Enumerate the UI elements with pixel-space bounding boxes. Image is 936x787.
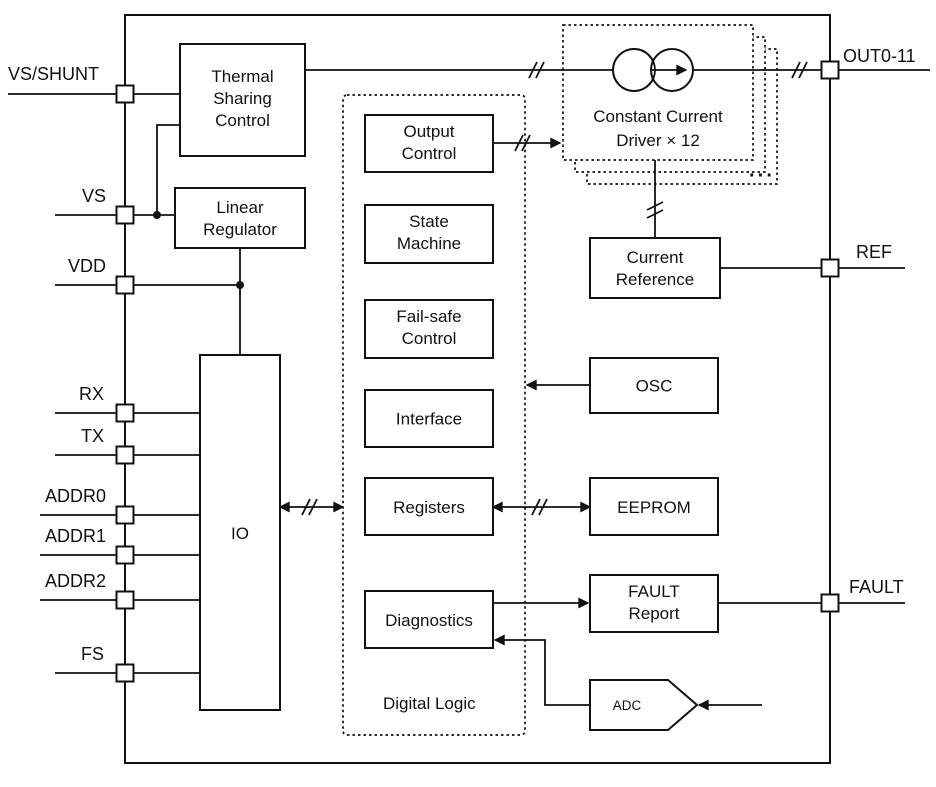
- pin-label-out0-11: OUT0-11: [843, 46, 916, 66]
- bus-slash-driver-out: [791, 61, 808, 79]
- driver-stack-ellipsis: ···: [749, 165, 775, 187]
- block-eeprom: [589, 477, 719, 536]
- pin-out0-11: [820, 60, 840, 80]
- label-diagnostics: Diagnostics: [385, 611, 473, 630]
- label-linear-regulator-line2: Regulator: [203, 220, 277, 239]
- label-state-machine-line1: State: [409, 212, 449, 231]
- bus-slash-output-control: [514, 134, 531, 152]
- block-thermal-sharing-control: [179, 43, 306, 157]
- pin-label-rx: RX: [79, 384, 104, 404]
- label-output-control-line2: Control: [402, 144, 457, 163]
- pin-vs: [115, 205, 135, 225]
- pin-fault: [820, 593, 840, 613]
- label-eeprom: EEPROM: [617, 498, 691, 517]
- label-output-control-line1: Output: [403, 122, 454, 141]
- digital-logic-container: [342, 94, 526, 736]
- pin-addr0: [115, 505, 135, 525]
- pin-vs-shunt: [115, 84, 135, 104]
- pin-label-addr2: ADDR2: [45, 571, 106, 591]
- pin-label-vdd: VDD: [68, 256, 106, 276]
- junction-dot-vdd: [236, 281, 244, 289]
- bus-slash-driver-reference: [646, 201, 664, 219]
- wire-vs-branch-to-thermal: [156, 124, 180, 215]
- chip-boundary: [124, 14, 831, 764]
- pin-label-vs: VS: [82, 186, 106, 206]
- label-linear-regulator-line1: Linear: [216, 198, 264, 217]
- label-fail-safe-line1: Fail-safe: [396, 307, 461, 326]
- block-diagnostics: [364, 590, 494, 649]
- block-io: [199, 354, 281, 711]
- pin-label-fs: FS: [81, 644, 104, 664]
- bus-slash-io-registers: [301, 498, 318, 516]
- arrow-adc-to-diagnostics: [493, 634, 590, 706]
- label-thermal-line3: Control: [215, 111, 270, 130]
- block-fail-safe-control: [364, 299, 494, 359]
- label-fail-safe-line2: Control: [402, 329, 457, 348]
- pin-fs: [115, 663, 135, 683]
- block-registers: [364, 477, 494, 536]
- label-adc: ADC: [613, 698, 642, 713]
- label-driver-line1: Constant Current: [593, 107, 723, 126]
- block-adc: [589, 679, 699, 731]
- bus-slash-registers-eeprom: [531, 498, 548, 516]
- label-thermal-line1: Thermal: [211, 67, 273, 86]
- block-fault-report: [589, 574, 719, 633]
- label-osc: OSC: [636, 377, 673, 396]
- label-fault-report-line1: FAULT: [628, 582, 680, 601]
- block-osc: [589, 357, 719, 414]
- label-registers: Registers: [393, 498, 465, 517]
- label-fault-report-line2: Report: [628, 604, 679, 623]
- label-driver-line2: Driver × 12: [616, 131, 700, 150]
- block-current-reference: [589, 237, 721, 299]
- block-interface: [364, 389, 494, 448]
- label-digital-logic: Digital Logic: [383, 694, 476, 713]
- pin-addr1: [115, 545, 135, 565]
- pin-tx: [115, 445, 135, 465]
- pin-label-tx: TX: [81, 426, 104, 446]
- block-output-control: [364, 114, 494, 173]
- label-interface: Interface: [396, 410, 462, 429]
- pin-label-addr1: ADDR1: [45, 526, 106, 546]
- junction-dot-vs: [153, 211, 161, 219]
- pin-label-vs-shunt: VS/SHUNT: [8, 64, 99, 84]
- label-io: IO: [231, 524, 249, 543]
- label-thermal-line2: Sharing: [213, 89, 272, 108]
- block-linear-regulator: [174, 187, 306, 249]
- pin-addr2: [115, 590, 135, 610]
- label-state-machine-line2: Machine: [397, 234, 461, 253]
- pin-label-addr0: ADDR0: [45, 486, 106, 506]
- label-current-reference-line1: Current: [627, 248, 684, 267]
- pin-vdd: [115, 275, 135, 295]
- pin-label-fault: FAULT: [849, 577, 904, 597]
- label-current-reference-line2: Reference: [616, 270, 694, 289]
- pin-label-ref: REF: [856, 242, 892, 262]
- bus-slash-thermal-driver: [528, 61, 545, 79]
- block-state-machine: [364, 204, 494, 264]
- pin-rx: [115, 403, 135, 423]
- pin-ref: [820, 258, 840, 278]
- driver-stack-box-1: [562, 24, 754, 161]
